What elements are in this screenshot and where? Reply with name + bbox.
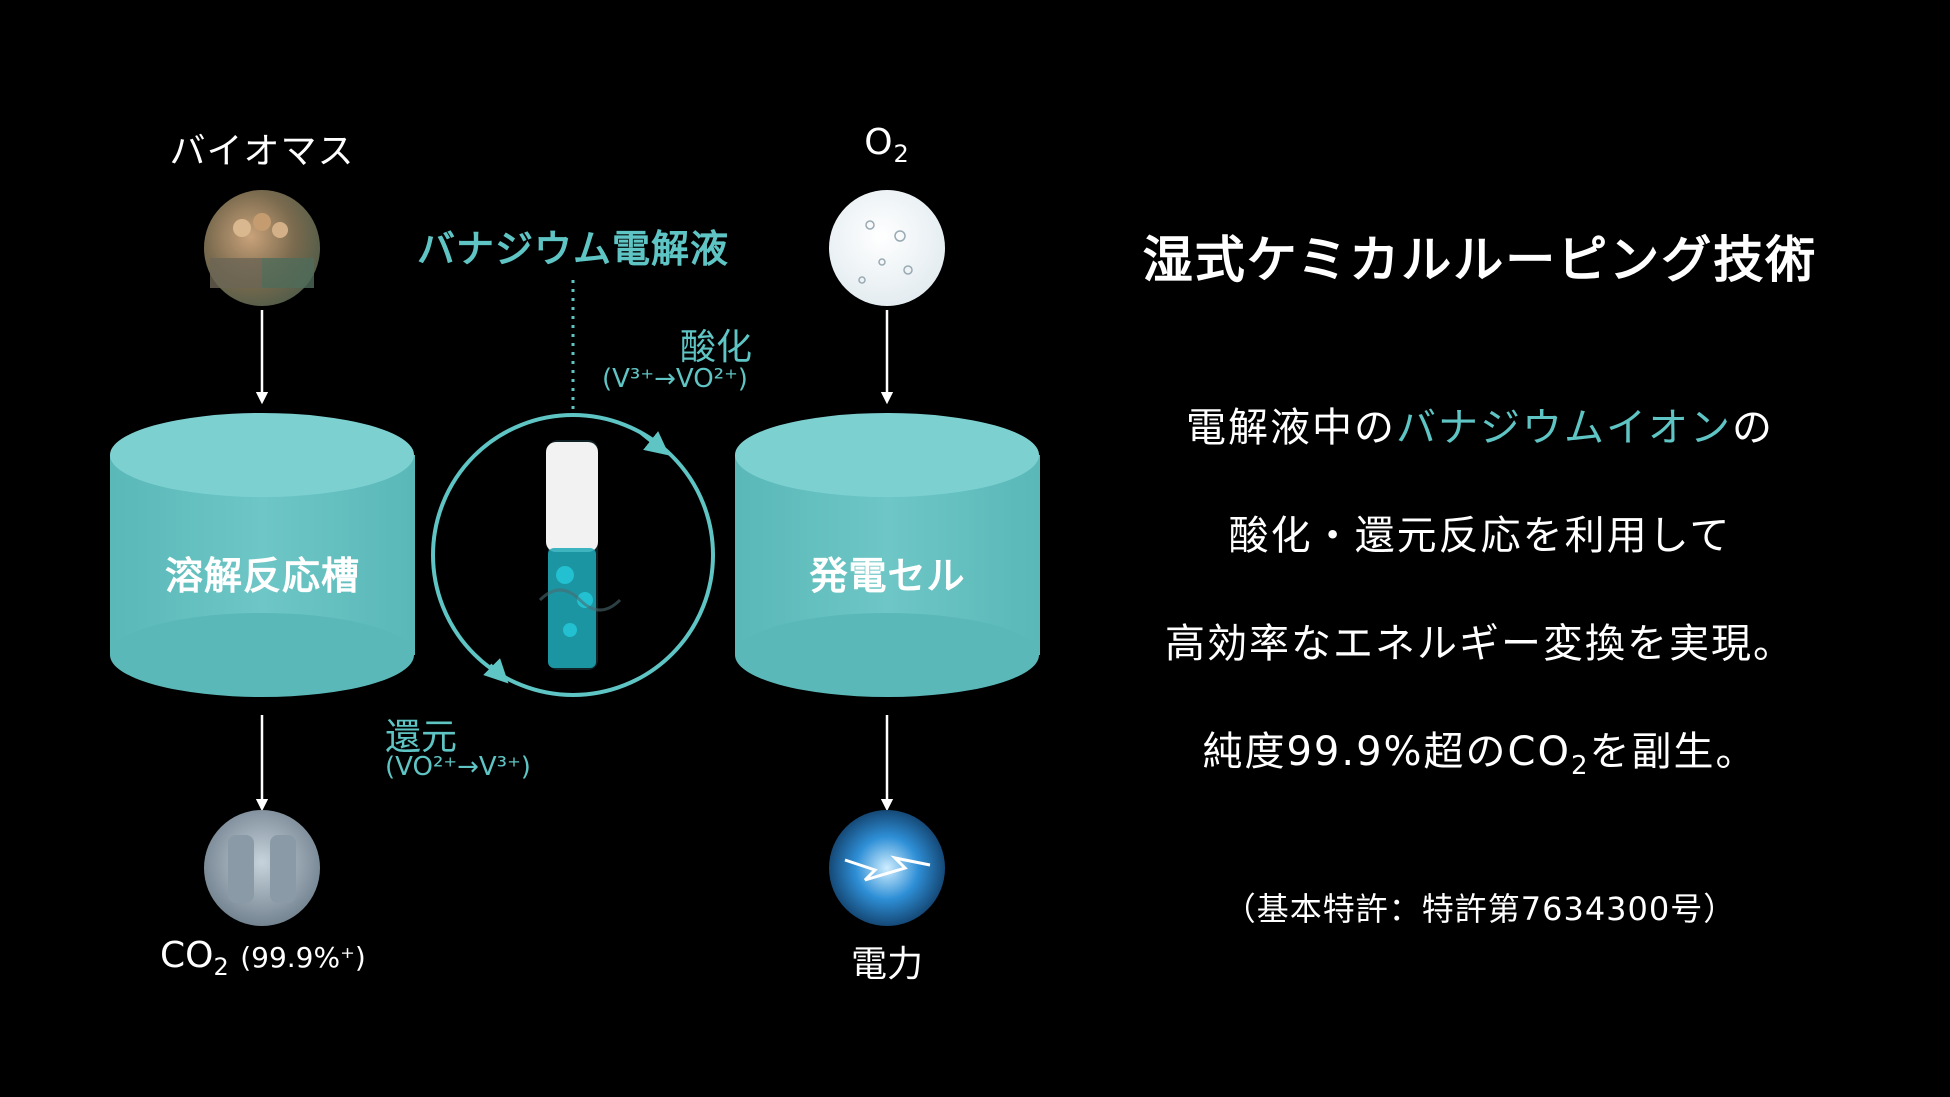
biomass-image [204,190,320,306]
lightning-image [829,810,945,926]
power-label: 電力 [850,944,923,985]
gas-tanks-image [204,810,320,926]
info-line-1-highlight: バナジウムイオン [1396,405,1732,451]
power-cell-tank [735,413,1040,697]
co2-text: CO [160,935,214,976]
electrolyte-label: バナジウム電解液 [416,227,729,271]
oxidation-direction-icon [638,430,670,456]
info-line-3: 高効率なエネルギー変換を実現。 [1165,621,1795,667]
patent-note: （基本特許：特許第7634300号） [1223,890,1737,928]
info-line-4: 純度99.9%超のCO2を副生。 [1100,719,1860,779]
info-line-1-pre: 電解液中の [1186,405,1396,451]
redox-cycle-circle [431,413,715,697]
info-line-1: 電解液中のバナジウムイオンの [1100,395,1860,453]
info-line-2: 酸化・還元反応を利用して [1228,513,1732,559]
o2-subscript: 2 [893,140,910,169]
info-title: 湿式ケミカルルーピング技術 [1142,231,1818,289]
co2-purity: (99.9%⁺) [240,941,366,974]
info-line-4-post: を副生。 [1589,729,1758,775]
reduction-formula: (VO²⁺→V³⁺) [385,752,531,782]
vanadium-electrolyte-image [538,440,622,670]
reduction-direction-icon [483,658,509,684]
oxygen-bubbles-image [829,190,945,306]
o2-label: O2 [827,122,947,166]
right-tank-label: 発電セル [809,554,966,598]
oxidation-label: 酸化 [680,327,753,368]
info-line-4-pre: 純度99.9%超のCO [1202,729,1571,775]
co2-subscript: 2 [213,953,229,982]
left-tank-label: 溶解反応槽 [164,554,360,598]
co2-output-label: CO2 (99.9%⁺) [160,935,366,979]
info-line-4-sub: 2 [1570,751,1590,781]
info-line-1-post: の [1732,405,1774,451]
dissolution-reactor-tank [110,413,415,697]
oxidation-formula: (V³⁺→VO²⁺) [602,364,748,394]
biomass-label: バイオマス [169,131,355,172]
reduction-label: 還元 [385,717,458,758]
o2-text: O [864,122,894,163]
